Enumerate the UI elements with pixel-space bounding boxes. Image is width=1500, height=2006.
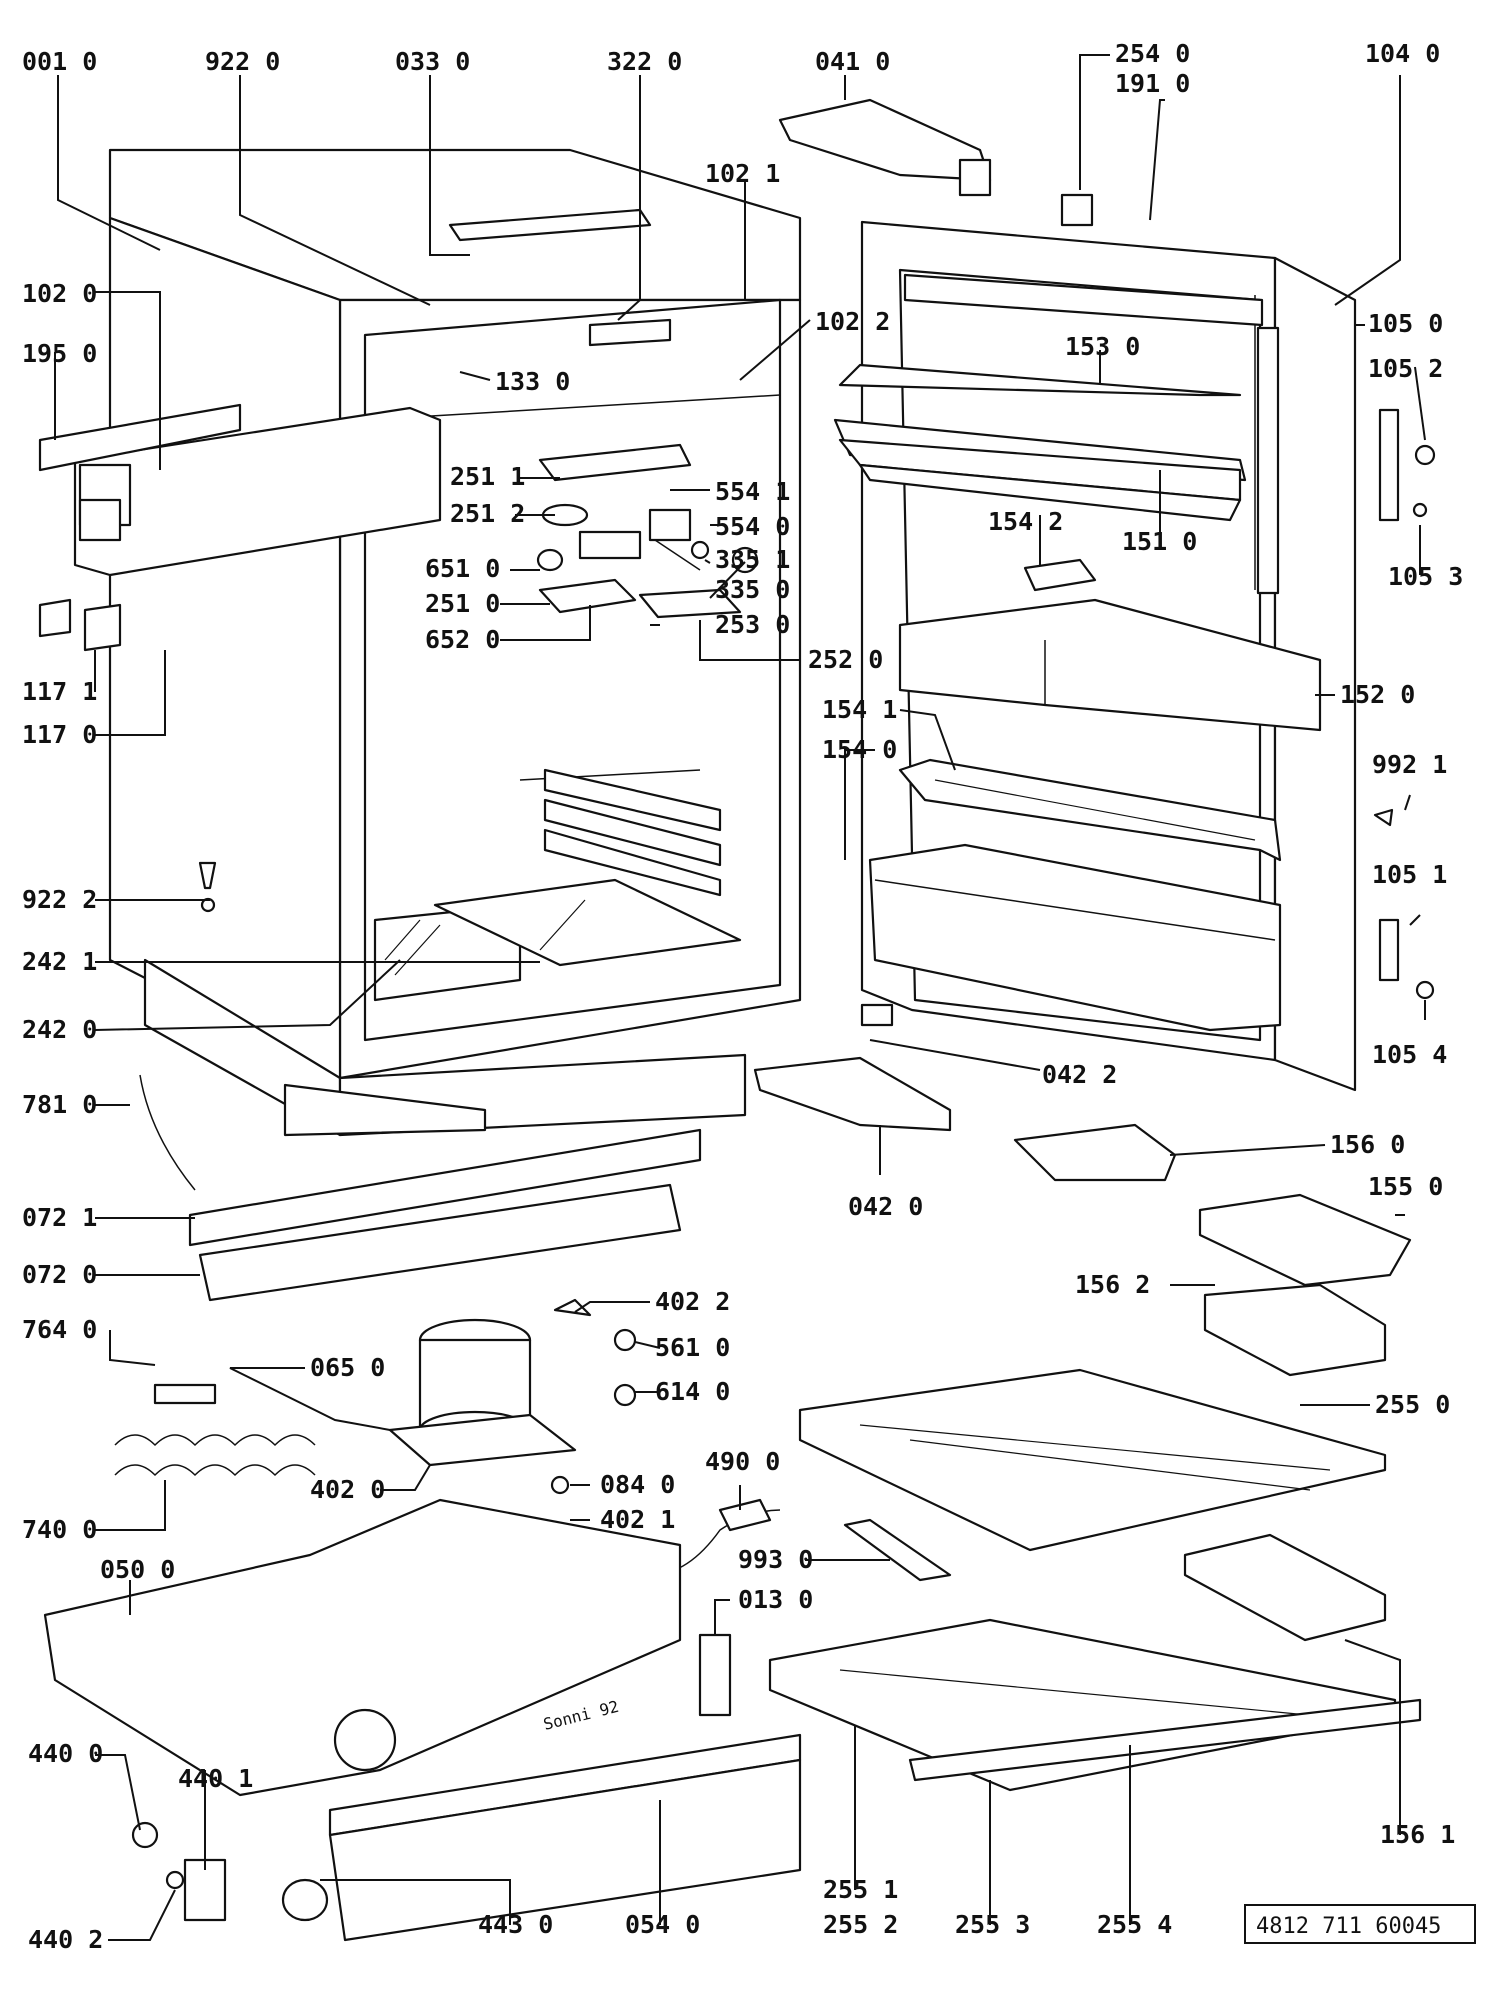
part-label: 335 0 [715,575,790,604]
part-label: 255 3 [955,1910,1030,1939]
part-label: 614 0 [655,1377,730,1406]
part-label: 191 0 [1115,69,1190,98]
part-label: 255 0 [1375,1390,1450,1419]
part-label: 443 0 [478,1910,553,1939]
part-label: 652 0 [425,625,500,654]
part-label: 440 2 [28,1925,103,1954]
part-label: 781 0 [22,1090,97,1119]
part-label: 153 0 [1065,332,1140,361]
part-label: 105 3 [1388,562,1463,591]
part-label: 154 0 [822,735,897,764]
freezer-accessories [768,1123,1422,1792]
control-components [536,443,759,619]
part-label: 253 0 [715,610,790,639]
part-label: 117 0 [22,720,97,749]
stamp-text: Sonni 92 [541,1697,620,1734]
part-label: 322 0 [607,47,682,76]
part-label: 195 0 [22,339,97,368]
part-label: 252 0 [808,645,883,674]
document-number-box: 4812 711 60045 [1244,1904,1476,1944]
part-label: 490 0 [705,1447,780,1476]
part-label: 402 2 [655,1287,730,1316]
part-label: 554 0 [715,512,790,541]
part-label: 050 0 [100,1555,175,1584]
part-label: 054 0 [625,1910,700,1939]
part-label: 102 2 [815,307,890,336]
part-label: 993 0 [738,1545,813,1574]
part-label: 440 0 [28,1739,103,1768]
part-label: 402 1 [600,1505,675,1534]
part-label: 242 0 [22,1015,97,1044]
part-label: 251 0 [425,589,500,618]
part-label: 084 0 [600,1470,675,1499]
part-label: 922 0 [205,47,280,76]
part-label: 104 0 [1365,39,1440,68]
part-label: 561 0 [655,1333,730,1362]
part-label: 033 0 [395,47,470,76]
part-label: 042 0 [848,1192,923,1221]
part-label: 065 0 [310,1353,385,1382]
part-label: 156 0 [1330,1130,1405,1159]
part-label: 992 1 [1372,750,1447,779]
part-label: 072 1 [22,1203,97,1232]
part-label: 072 0 [22,1260,97,1289]
part-label: 105 1 [1372,860,1447,889]
part-labels: 001 0 922 0 033 0 322 0 041 0 254 0 191 … [22,39,1463,1954]
part-label: 117 1 [22,677,97,706]
part-label: 251 1 [450,462,525,491]
part-label: 242 1 [22,947,97,976]
part-label: 156 1 [1380,1820,1455,1849]
part-label: 013 0 [738,1585,813,1614]
part-label: 155 0 [1368,1172,1443,1201]
leader-lines [54,54,1426,1941]
lower-mechanics [43,1074,802,1942]
cabinet-body [38,148,802,1137]
part-label: 001 0 [22,47,97,76]
part-label: 102 0 [22,279,97,308]
part-label: 651 0 [425,554,500,583]
part-label: 740 0 [22,1515,97,1544]
part-label: 255 1 [823,1875,898,1904]
part-label: 105 2 [1368,354,1443,383]
part-label: 156 2 [1075,1270,1150,1299]
part-label: 251 2 [450,499,525,528]
part-label: 133 0 [495,367,570,396]
part-label: 105 4 [1372,1040,1447,1069]
side-parts [38,598,217,913]
part-label: 764 0 [22,1315,97,1344]
part-label: 554 1 [715,477,790,506]
part-label: 102 1 [705,159,780,188]
part-label: 254 0 [1115,39,1190,68]
hinge-parts [753,98,1436,1132]
part-label: 402 0 [310,1475,385,1504]
part-label: 041 0 [815,47,890,76]
part-label: 255 4 [1097,1910,1172,1939]
part-label: 255 2 [823,1910,898,1939]
part-label: 154 1 [822,695,897,724]
part-label: 152 0 [1340,680,1415,709]
part-label: 154 2 [988,507,1063,536]
part-label: 042 2 [1042,1060,1117,1089]
part-label: 922 2 [22,885,97,914]
part-label: 151 0 [1122,527,1197,556]
document-number: 4812 711 60045 [1256,1914,1441,1939]
part-label: 105 0 [1368,309,1443,338]
part-label: 335 1 [715,545,790,574]
part-label: 440 1 [178,1764,253,1793]
door-assembly [833,193,1357,1092]
